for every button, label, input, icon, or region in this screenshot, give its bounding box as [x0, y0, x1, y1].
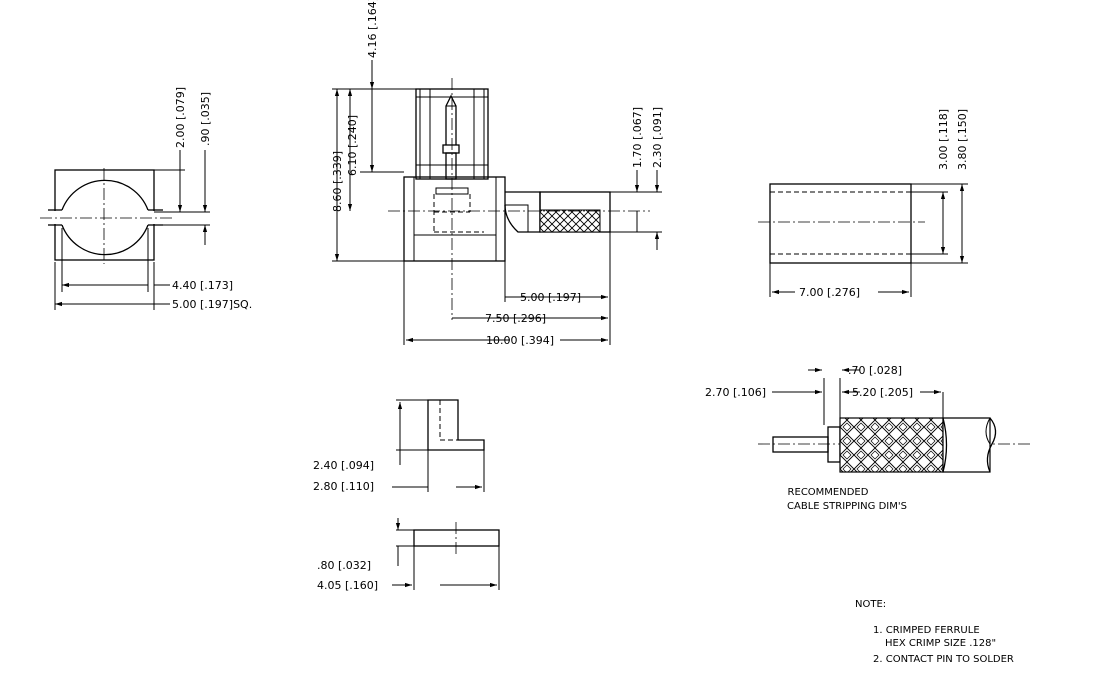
note-item-2: 2. CONTACT PIN TO SOLDER: [873, 654, 1014, 665]
dim-3-80: 3.80 [.150]: [956, 109, 969, 170]
dim-2-70: 2.70 [.106]: [705, 386, 766, 399]
dim-6-10: 6.10 [.240]: [346, 115, 359, 176]
view-end-square: 2.00 [.079] .90 [.035] 4.40 [.173] 5.00 …: [40, 87, 252, 311]
view-cable-stripping: .70 [.028] 2.70 [.106] 5.20 [.205] RECOM…: [705, 364, 1030, 512]
caption-cable-stripping: CABLE STRIPPING DIM'S: [787, 501, 907, 512]
note-item-1-line-1: 1. CRIMPED FERRULE: [873, 625, 980, 636]
view-part-flat: .80 [.032] 4.05 [.160]: [317, 518, 500, 592]
dim-2-40: 2.40 [.094]: [313, 459, 374, 472]
note-heading: NOTE:: [855, 599, 886, 610]
dim-5-20: 5.20 [.205]: [852, 386, 913, 399]
dim-8-60: 8.60 [.339]: [331, 151, 344, 212]
dim-0-80: .80 [.032]: [317, 559, 371, 572]
dim-2-30: 2.30 [.091]: [651, 107, 664, 168]
dim-4-40: 4.40 [.173]: [172, 279, 233, 292]
caption-recommended: RECOMMENDED: [788, 487, 869, 498]
dim-2-00: 2.00 [.079]: [174, 87, 187, 148]
view-ferrule: 3.00 [.118] 3.80 [.150] 7.00 [.276]: [758, 109, 969, 299]
dim-10-00: 10.00 [.394]: [486, 334, 554, 347]
dim-3-00: 3.00 [.118]: [937, 109, 950, 170]
dim-5-00-sq: 5.00 [.197]SQ.: [172, 298, 252, 311]
dim-7-00: 7.00 [.276]: [799, 286, 860, 299]
dim-0-70: .70 [.028]: [848, 364, 902, 377]
note-item-1-line-2: HEX CRIMP SIZE .128": [885, 638, 996, 649]
dim-0-90: .90 [.035]: [199, 92, 212, 146]
dim-1-70: 1.70 [.067]: [631, 107, 644, 168]
dim-2-80: 2.80 [.110]: [313, 480, 374, 493]
dim-4-05: 4.05 [.160]: [317, 579, 378, 592]
notes-block: NOTE: 1. CRIMPED FERRULE HEX CRIMP SIZE …: [855, 599, 1014, 665]
dim-5-00: 5.00 [.197]: [520, 291, 581, 304]
dim-4-16: 4.16 [.164]: [366, 0, 379, 58]
view-part-small: 2.40 [.094] 2.80 [.110]: [313, 399, 485, 493]
dim-7-50: 7.50 [.296]: [485, 312, 546, 325]
view-connector-side: 4.16 [.164] 8.60 [.339] 6.10 [.240] 1.70…: [331, 0, 664, 347]
